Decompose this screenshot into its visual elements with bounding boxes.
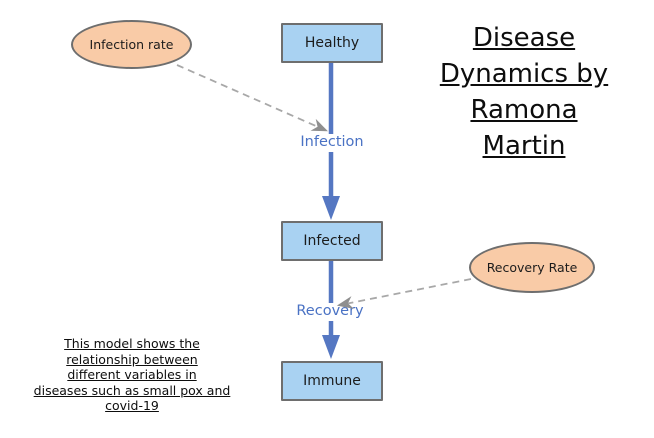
note-line-5: covid-19: [105, 398, 159, 413]
title-line-1: Disease: [472, 23, 576, 53]
node-healthy: Healthy: [281, 23, 383, 63]
node-infected-label: Infected: [303, 233, 361, 249]
infection-arrowhead-icon: [322, 196, 340, 220]
variable-infection-rate-label: Infection rate: [89, 37, 174, 52]
page-title: Disease Dynamics by Ramona Martin: [424, 20, 624, 164]
title-line-3: Ramona: [470, 95, 578, 125]
recovery-arrowhead-icon: [322, 335, 340, 359]
node-healthy-label: Healthy: [304, 35, 360, 51]
model-description-note: This model shows the relationship betwee…: [24, 336, 240, 414]
note-line-2: relationship between: [66, 351, 198, 367]
variable-recovery-rate-label: Recovery Rate: [486, 260, 578, 275]
infection-rate-influence-arrow: [176, 64, 328, 132]
note-line-3: different variables in: [67, 367, 197, 382]
note-line-1: This model shows the: [64, 336, 200, 351]
node-infected: Infected: [281, 221, 383, 261]
title-line-2: Dynamics by: [439, 59, 609, 89]
note-line-4: diseases such as small pox and: [33, 382, 231, 398]
node-immune-label: Immune: [303, 373, 361, 389]
variable-recovery-rate: Recovery Rate: [469, 242, 595, 293]
flow-label-recovery: Recovery: [284, 303, 376, 319]
title-line-4: Martin: [482, 131, 566, 161]
recovery-rate-influence-arrow: [336, 278, 472, 309]
variable-infection-rate: Infection rate: [71, 20, 192, 69]
flow-label-infection: Infection: [286, 134, 378, 150]
node-immune: Immune: [281, 361, 383, 401]
